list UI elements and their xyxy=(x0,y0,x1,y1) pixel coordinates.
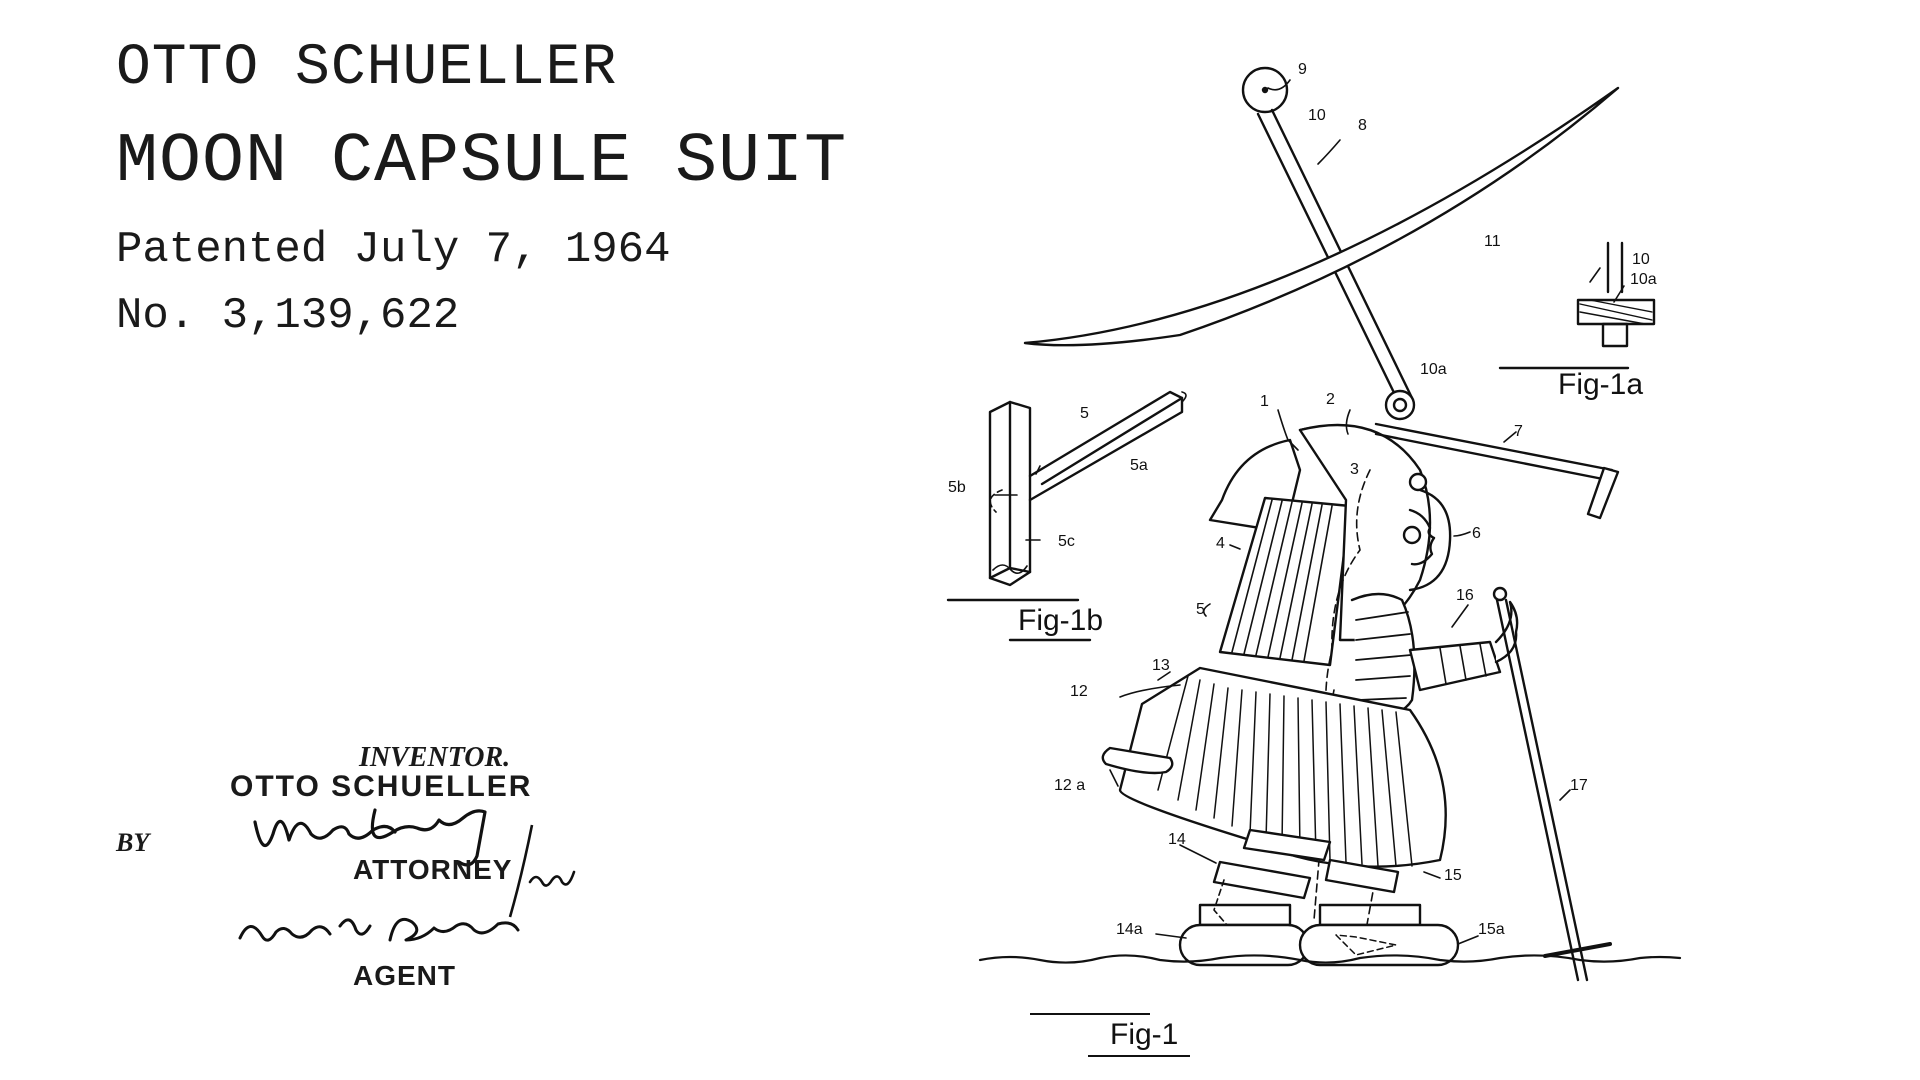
callout-9: 9 xyxy=(1298,61,1307,78)
callout-8: 8 xyxy=(1358,117,1367,134)
callout-14: 14 xyxy=(1168,831,1186,848)
umbrella-shield xyxy=(1025,88,1618,345)
callout-5a: 5a xyxy=(1130,457,1148,474)
callout-13: 13 xyxy=(1152,657,1170,674)
callout-6: 6 xyxy=(1472,525,1481,542)
fig1a-detail xyxy=(1500,243,1654,368)
callout-14a: 14a xyxy=(1116,921,1143,938)
callout-5-fig1b: 5 xyxy=(1080,405,1089,422)
callout-5: 5 xyxy=(1196,601,1205,618)
callout-10a: 10a xyxy=(1420,361,1447,378)
callout-15: 15 xyxy=(1444,867,1462,884)
callout-7: 7 xyxy=(1514,423,1523,440)
callout-5c: 5c xyxy=(1058,533,1075,550)
arm-segments xyxy=(1352,594,1517,718)
callout-12a: 12 a xyxy=(1054,777,1085,794)
callout-1: 1 xyxy=(1260,393,1269,410)
figure-label-1a: Fig-1a xyxy=(1558,368,1643,401)
callout-4: 4 xyxy=(1216,535,1225,552)
callout-17: 17 xyxy=(1570,777,1588,794)
figure-label-1b: Fig-1b xyxy=(1018,604,1103,637)
callout-11: 11 xyxy=(1484,233,1501,250)
callout-fig1a-10a: 10a xyxy=(1630,271,1657,288)
callout-12: 12 xyxy=(1070,683,1088,700)
callout-3: 3 xyxy=(1350,461,1359,478)
callout-15a: 15a xyxy=(1478,921,1505,938)
callout-fig1a-10: 10 xyxy=(1632,251,1650,268)
callout-2: 2 xyxy=(1326,391,1335,408)
callout-16: 16 xyxy=(1456,587,1474,604)
figure-label-1: Fig-1 xyxy=(1110,1018,1178,1051)
fig1b-detail xyxy=(948,392,1186,640)
callout-5b: 5b xyxy=(948,479,966,496)
callout-10: 10 xyxy=(1308,107,1326,124)
